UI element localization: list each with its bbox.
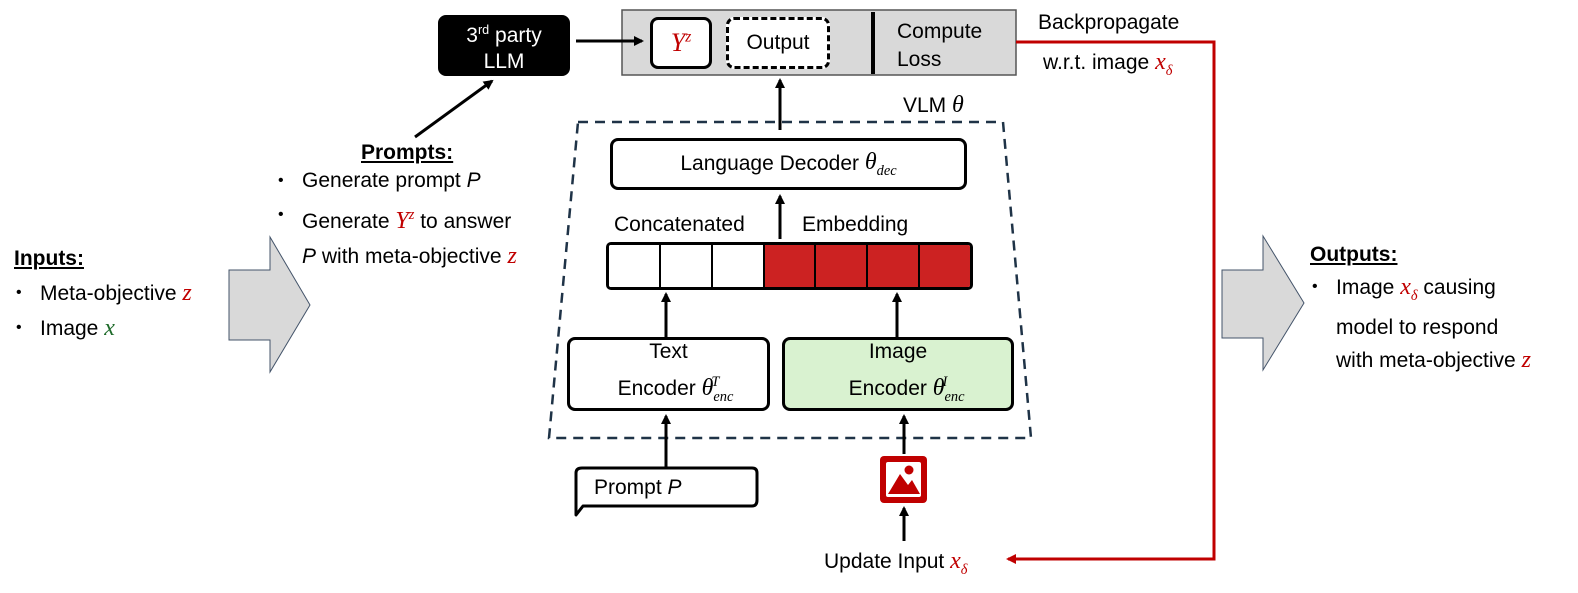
prompt-item-generate-yz: Generate Yz to answer bbox=[276, 198, 517, 239]
image-icon bbox=[880, 456, 927, 503]
output-flow-arrow bbox=[1221, 234, 1305, 372]
output-item-image: Image xδ causing bbox=[1310, 271, 1531, 312]
arrow-prompts-to-llm bbox=[414, 79, 494, 139]
text-encoder-box: Text Encoder θencT bbox=[567, 337, 770, 411]
concatenated-label: Concatenated bbox=[614, 213, 745, 236]
embedding-cell-image bbox=[764, 245, 817, 287]
inputs-heading: Inputs: bbox=[14, 247, 84, 270]
prompt-item-continuation: P with meta-objective z bbox=[302, 243, 517, 269]
compute-loss-label: Compute Loss bbox=[897, 20, 983, 71]
embedding-label: Embedding bbox=[802, 213, 909, 236]
embedding-cell-text bbox=[712, 245, 765, 287]
prompt-item-generate-prompt: Generate prompt P bbox=[276, 164, 517, 198]
concatenated-embedding bbox=[606, 242, 973, 290]
update-input-label: Update Input xδ bbox=[824, 548, 968, 578]
embedding-cell-text bbox=[609, 245, 661, 287]
embedding-cell-image bbox=[816, 245, 869, 287]
backprop-label-line2: w.r.t. image xδ bbox=[1043, 49, 1173, 79]
embedding-cell-image bbox=[868, 245, 921, 287]
inputs-list: Meta-objective z Image x bbox=[14, 276, 192, 346]
outputs-list: Image xδ causing model to respond with m… bbox=[1310, 271, 1531, 377]
image-encoder-box: Image Encoder θencI bbox=[782, 337, 1014, 411]
speech-bubble-icon bbox=[574, 466, 759, 517]
backprop-path bbox=[1006, 40, 1216, 564]
yz-box: Yz bbox=[650, 17, 712, 69]
language-decoder-box: Language Decoder θdec bbox=[610, 138, 967, 190]
math-z: z bbox=[182, 280, 192, 306]
math-x: x bbox=[104, 315, 115, 341]
embedding-cell-image bbox=[920, 245, 970, 287]
input-item-meta-objective: Meta-objective z bbox=[14, 276, 192, 311]
output-box: Output bbox=[726, 17, 830, 69]
input-item-image: Image x bbox=[14, 311, 192, 346]
output-item-line3: with meta-objective z bbox=[1336, 346, 1531, 373]
outputs-heading: Outputs: bbox=[1310, 243, 1398, 266]
prompt-box-label: Prompt P bbox=[594, 476, 682, 499]
output-item-line2: model to respond bbox=[1336, 315, 1499, 339]
prompts-list: Generate prompt P Generate Yz to answer … bbox=[276, 164, 517, 274]
vlm-label: VLM θ bbox=[903, 92, 964, 118]
backprop-label-line1: Backpropagate bbox=[1038, 11, 1180, 34]
input-flow-arrow bbox=[228, 235, 311, 374]
prompts-heading: Prompts: bbox=[361, 141, 454, 164]
embedding-cell-text bbox=[660, 245, 713, 287]
third-party-llm-box: 3rd party LLM bbox=[438, 15, 570, 76]
vlm-boundary bbox=[547, 120, 1033, 440]
